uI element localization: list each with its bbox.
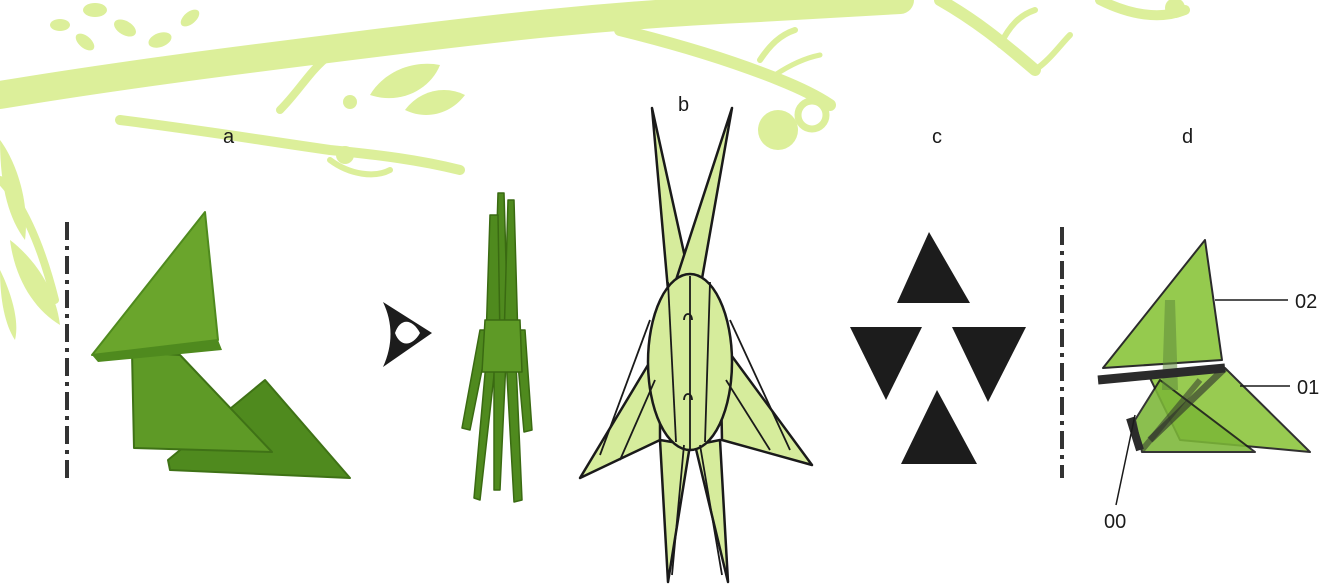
- right-wing: [720, 340, 812, 465]
- callout-label-02: 02: [1295, 292, 1317, 312]
- panel-d-figure: [1062, 227, 1310, 505]
- lower-left-leg: [660, 440, 690, 582]
- paper-module-top: [92, 212, 218, 355]
- far-right-twig-2: [1035, 35, 1070, 70]
- right-twig-1: [760, 30, 795, 60]
- triangle-bottom: [901, 390, 977, 464]
- panel-label-a: a: [223, 127, 234, 147]
- right-branch: [620, 30, 830, 105]
- side-view-assembly-photo: [462, 193, 532, 502]
- callout-label-00: 00: [1104, 512, 1126, 532]
- panel-b-diagram: [580, 108, 812, 582]
- panel-c-triangles: [850, 232, 1026, 464]
- panel-label-d: d: [1182, 127, 1193, 147]
- upper-right-horn: [676, 108, 732, 290]
- twig-hook: [330, 160, 390, 174]
- main-branch: [0, 0, 900, 95]
- triangle-left: [850, 327, 922, 400]
- lower-branch: [120, 120, 460, 170]
- right-twig-2: [775, 55, 820, 75]
- eye-icon: [383, 302, 432, 367]
- panel-a-figure: [67, 212, 350, 478]
- panel-label-c: c: [932, 127, 942, 147]
- leader-00: [1116, 415, 1135, 505]
- panel-label-b: b: [678, 95, 689, 115]
- module-02: [1103, 240, 1222, 368]
- triangle-right: [952, 327, 1026, 402]
- far-right-twig-1: [1000, 10, 1035, 45]
- triangle-top: [897, 232, 970, 303]
- callout-label-01: 01: [1297, 378, 1319, 398]
- far-right-branch: [940, 0, 1035, 70]
